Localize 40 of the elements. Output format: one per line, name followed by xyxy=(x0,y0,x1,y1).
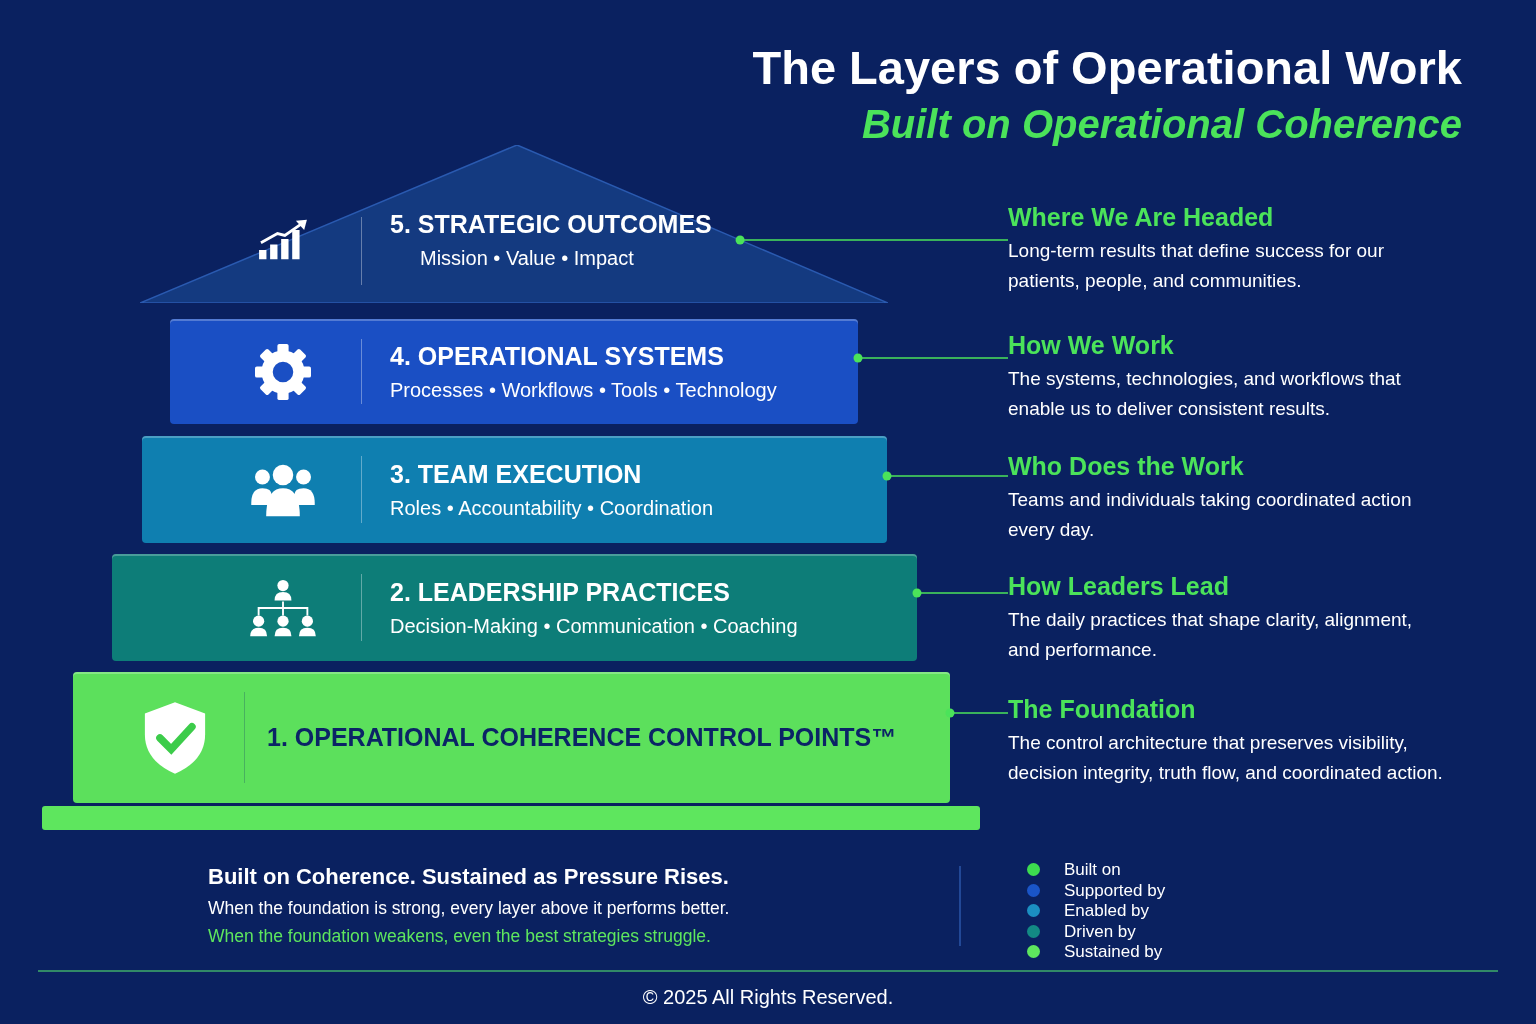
leader-line xyxy=(735,235,1009,245)
title: The Layers of Operational Work xyxy=(752,40,1462,95)
layer-band xyxy=(170,319,858,424)
leader-line xyxy=(912,588,1009,598)
legend-label: Enabled by xyxy=(1064,901,1150,921)
legend-label: Built on xyxy=(1064,860,1121,880)
layer-subtitle: Mission • Value • Impact xyxy=(419,247,635,270)
layer-heading: Where We Are Headed xyxy=(1008,203,1274,232)
legend-label: Supported by xyxy=(1064,880,1166,901)
layer-subtitle: Processes • Workflows • Tools • Technology xyxy=(390,378,777,402)
layer-band xyxy=(73,672,950,803)
layer-band xyxy=(142,436,887,543)
subtitle: Built on Operational Coherence xyxy=(861,102,1462,147)
note: When the foundation is strong, every layer above it performs better. xyxy=(208,898,730,919)
leader-line xyxy=(853,353,1009,363)
leader-line xyxy=(882,471,1009,481)
layer-heading: How Leaders Lead xyxy=(1008,572,1229,601)
legend-label: Sustained by xyxy=(1064,942,1163,962)
legend-label: Driven by xyxy=(1064,921,1136,942)
leader-line xyxy=(945,708,1009,718)
note: When the foundation weakens, even the best strategies struggle. xyxy=(208,926,711,947)
layer-title: 3. TEAM EXECUTION xyxy=(390,459,643,489)
layer-subtitle: Decision-Making • Communication • Coaching xyxy=(390,614,798,638)
layer-title: 1. OPERATIONAL COHERENCE CONTROL POINTS™ xyxy=(267,723,897,752)
layer-band xyxy=(112,554,917,661)
layer-description: Teams and individuals taking coordinated action every day. xyxy=(1008,488,1413,542)
layer-heading: The Foundation xyxy=(1008,695,1196,724)
layer-title: 5. STRATEGIC OUTCOMES xyxy=(390,210,712,239)
layer-description: The systems, technologies, and workflows that enable us to deliver consistent results. xyxy=(1008,367,1402,421)
layer-heading: How We Work xyxy=(1008,331,1174,360)
layer-subtitle: Roles • Accountability • Coordination xyxy=(390,496,714,520)
layer-title: 4. OPERATIONAL SYSTEMS xyxy=(390,341,725,371)
base-plinth xyxy=(42,806,980,830)
tagline: Built on Coherence. Sustained as Pressure Rises. xyxy=(208,864,729,890)
copyright: © 2025 All Rights Reserved. xyxy=(642,986,894,1009)
layer-description: The control architecture that preserves visibility, decision integrity, truth flow, and coordinated action. xyxy=(1008,731,1444,785)
layer-description: The daily practices that shape clarity, alignment, and performance. xyxy=(1008,608,1414,662)
layer-title: 2. LEADERSHIP PRACTICES xyxy=(390,577,731,607)
layer-description: Long-term results that define success for our patients, people, and communities. xyxy=(1008,239,1385,293)
layer-heading: Who Does the Work xyxy=(1008,452,1244,481)
